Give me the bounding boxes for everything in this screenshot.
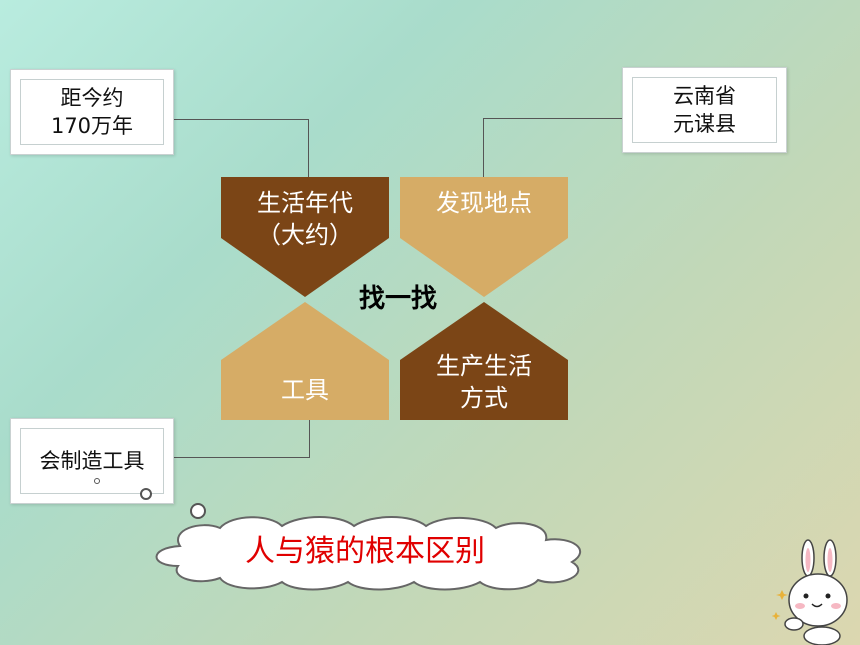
quadrant-discovery-place-label: 发现地点	[400, 187, 568, 219]
quadrant-tools: 工具	[221, 302, 389, 420]
quadrant-living-era-line1: 生活年代	[257, 189, 353, 217]
connector-tools-h	[172, 457, 310, 458]
quadrant-discovery-place-line1: 发现地点	[436, 189, 532, 217]
callout-time-line1: 距今约	[60, 86, 124, 110]
thought-bubble-medium	[140, 488, 152, 500]
quadrant-tools-line1: 工具	[281, 376, 329, 404]
cloud-shape	[155, 516, 581, 591]
quadrant-discovery-place: 发现地点	[400, 177, 568, 297]
center-title: 找一找	[358, 284, 437, 314]
quadrant-lifestyle-shape	[400, 302, 568, 420]
callout-place-line2: 元谋县	[673, 112, 736, 136]
cloud-text: 人与猿的根本区别	[245, 534, 485, 569]
connector-tools-v	[309, 420, 310, 457]
callout-place-line1: 云南省	[673, 84, 736, 108]
connector-place-h	[483, 118, 622, 119]
quadrant-lifestyle-label: 生产生活 方式	[400, 350, 568, 414]
quadrant-living-era-label: 生活年代 （大约）	[221, 187, 389, 251]
quadrant-living-era-line2: （大约）	[257, 221, 353, 249]
quadrant-tools-label: 工具	[221, 374, 389, 406]
callout-tools-line1: 会制造工具	[39, 449, 145, 473]
quadrant-lifestyle-line1: 生产生活	[436, 352, 532, 380]
callout-tools: 会制造工具	[10, 418, 174, 504]
callout-time-line2: 170万年	[50, 114, 134, 138]
connector-time-h	[172, 119, 309, 120]
callout-time-inner: 距今约 170万年	[20, 79, 164, 145]
quadrant-living-era-shape	[221, 177, 389, 297]
connector-time-v	[308, 119, 309, 177]
callout-tools-inner: 会制造工具	[20, 428, 164, 494]
thought-bubble-large	[190, 503, 206, 519]
callout-place: 云南省 元谋县	[622, 67, 787, 153]
quadrant-lifestyle-line2: 方式	[460, 384, 508, 412]
rabbit-mascot-icon	[772, 539, 848, 645]
callout-time: 距今约 170万年	[10, 69, 174, 155]
quadrant-discovery-place-shape	[400, 177, 568, 297]
quadrant-lifestyle: 生产生活 方式	[400, 302, 568, 420]
callout-place-inner: 云南省 元谋县	[632, 77, 777, 143]
thought-bubble-small	[94, 478, 100, 484]
connector-place-v	[483, 118, 484, 178]
quadrant-living-era: 生活年代 （大约）	[221, 177, 389, 297]
quadrant-tools-shape	[221, 302, 389, 420]
